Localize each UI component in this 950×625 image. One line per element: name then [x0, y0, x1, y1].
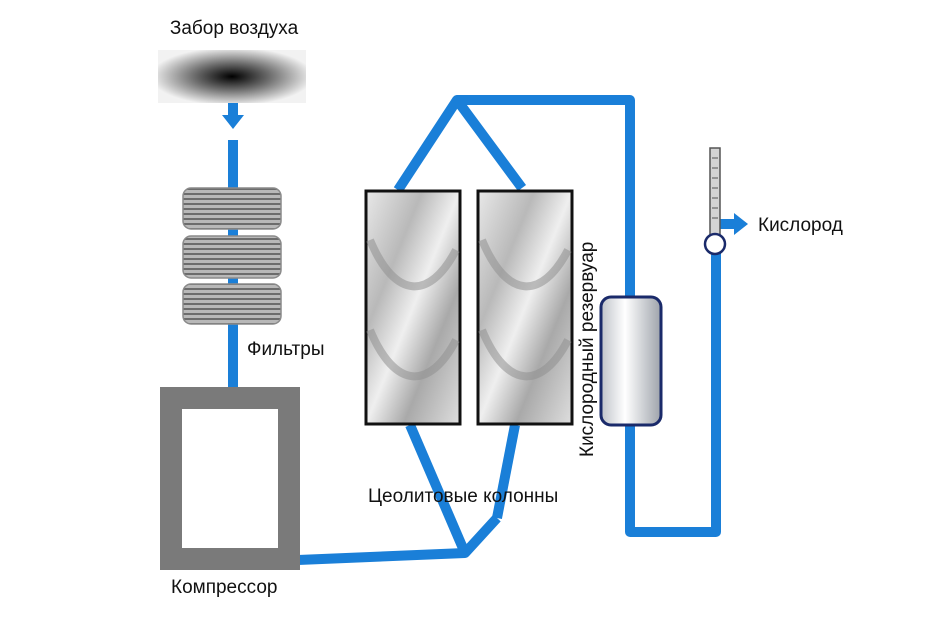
air-intake-grille: [158, 50, 306, 103]
pipe-top-v-left: [393, 95, 527, 193]
zeolite-column-left: [364, 189, 462, 426]
pipe-reservoir-to-outlet: [625, 250, 721, 537]
zeolite-texture-right: [478, 238, 572, 381]
pipe-top-to-reservoir: [457, 95, 635, 298]
flow-meter-scale: [712, 157, 718, 219]
flow-meter-tube: [709, 147, 721, 237]
pipe-bottom-v-right: [492, 424, 520, 519]
filter-2: [182, 235, 282, 279]
compressor-label: Компрессор: [171, 577, 277, 598]
compressor-box: [160, 387, 300, 570]
pipe-compressor-to-columns: [297, 514, 501, 565]
pipes: [228, 95, 736, 565]
filter-3: [182, 283, 282, 325]
oxygen-arrow-head: [734, 213, 748, 235]
oxygen-reservoir: [599, 295, 663, 427]
zeolite-column-right: [476, 189, 574, 426]
oxygen-reservoir-label: Кислородный резервуар: [577, 242, 598, 457]
zeolite-texture-left: [366, 238, 460, 381]
filters: [182, 187, 282, 325]
filter-1: [182, 187, 282, 230]
air-intake-label: Забор воздуха: [170, 18, 299, 39]
zeolite-columns-label: Цеолитовые колонны: [368, 486, 558, 507]
filters-label: Фильтры: [247, 339, 324, 360]
oxygen-label: Кислород: [758, 215, 843, 236]
zeolite-columns: [364, 189, 574, 426]
pipe-bottom-v: [405, 423, 470, 555]
flow-meter-bulb: [703, 232, 727, 256]
intake-arrow-head: [222, 115, 244, 129]
